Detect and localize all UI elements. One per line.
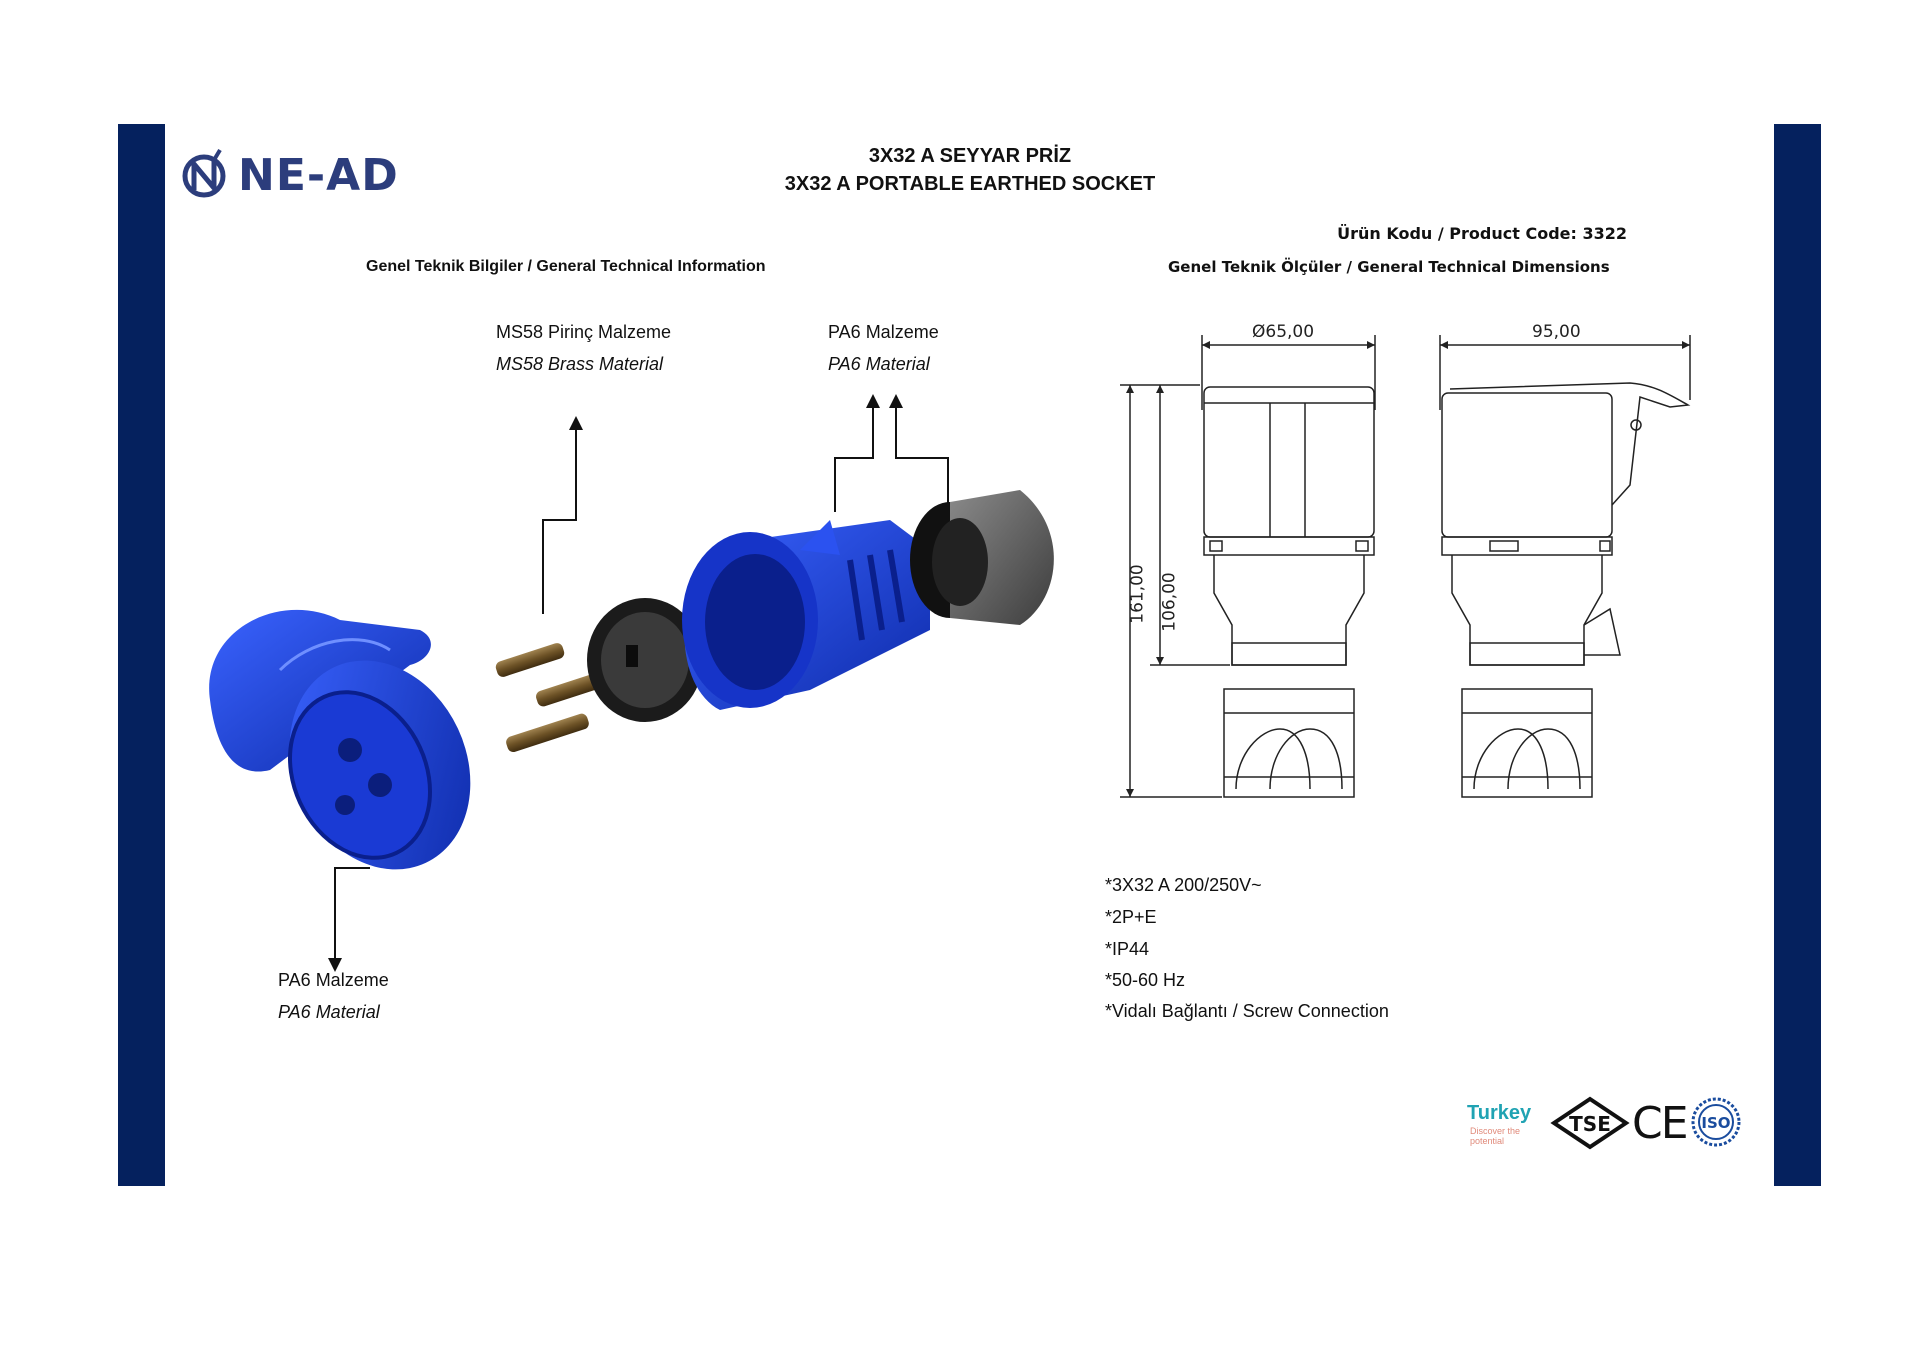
brand-logo-icon [182,148,226,198]
spec-rating: *3X32 A 200/250V~ [1105,875,1262,895]
turkey-logo-text: Turkey [1467,1102,1532,1124]
label-pa6-bottom-tr: PA6 Malzeme [278,970,389,990]
contact-carrier-part [587,598,703,722]
title-turkish: 3X32 A SEYYAR PRİZ [868,145,1072,167]
spec-connection: *Vidalı Bağlantı / Screw Connection [1105,1001,1389,1021]
dimension-diameter: Ø65,00 [1252,322,1315,342]
dimension-body-height: 106,00 [1159,572,1180,632]
product-code: Ürün Kodu / Product Code: 3322 [1337,224,1627,243]
label-pa6-bottom-en: PA6 Material [278,1002,380,1022]
tse-logo-text: TSE [1569,1112,1611,1136]
cable-gland-part [910,490,1054,625]
right-frame-bar [1774,124,1821,1186]
label-brass-tr: MS58 Pirinç Malzeme [496,322,672,342]
spec-frequency: *50-60 Hz [1105,970,1186,990]
label-brass-en: MS58 Brass Material [496,354,664,374]
title-english: 3X32 A PORTABLE EARTHED SOCKET [784,173,1156,195]
front-socket-part [209,609,471,870]
technical-drawing [1120,335,1691,798]
dimension-total-height: 161,00 [1127,564,1148,624]
turkey-logo-tagline: Discover the potential [1470,1126,1521,1146]
label-pa6-top-en: PA6 Material [828,354,930,374]
spec-ip: *IP44 [1105,939,1150,959]
rear-body-part [682,520,930,710]
ce-mark: CE [1632,1098,1689,1149]
brand-name: NE-AD [238,150,399,201]
label-pa6-top-tr: PA6 Malzeme [828,322,939,342]
spec-poles: *2P+E [1105,907,1157,927]
left-frame-bar [118,124,165,1186]
dimension-width: 95,00 [1532,322,1581,342]
leader-arrows [334,408,949,958]
iso-logo-icon: ISO [1691,1097,1741,1147]
section-technical-dimensions: Genel Teknik Ölçüler / General Technical… [1168,258,1610,276]
exploded-view-illustration [209,394,1054,972]
iso-logo-text: ISO [1701,1114,1730,1132]
section-technical-info: Genel Teknik Bilgiler / General Technica… [366,258,766,275]
tse-logo-icon: TSE [1550,1096,1630,1150]
